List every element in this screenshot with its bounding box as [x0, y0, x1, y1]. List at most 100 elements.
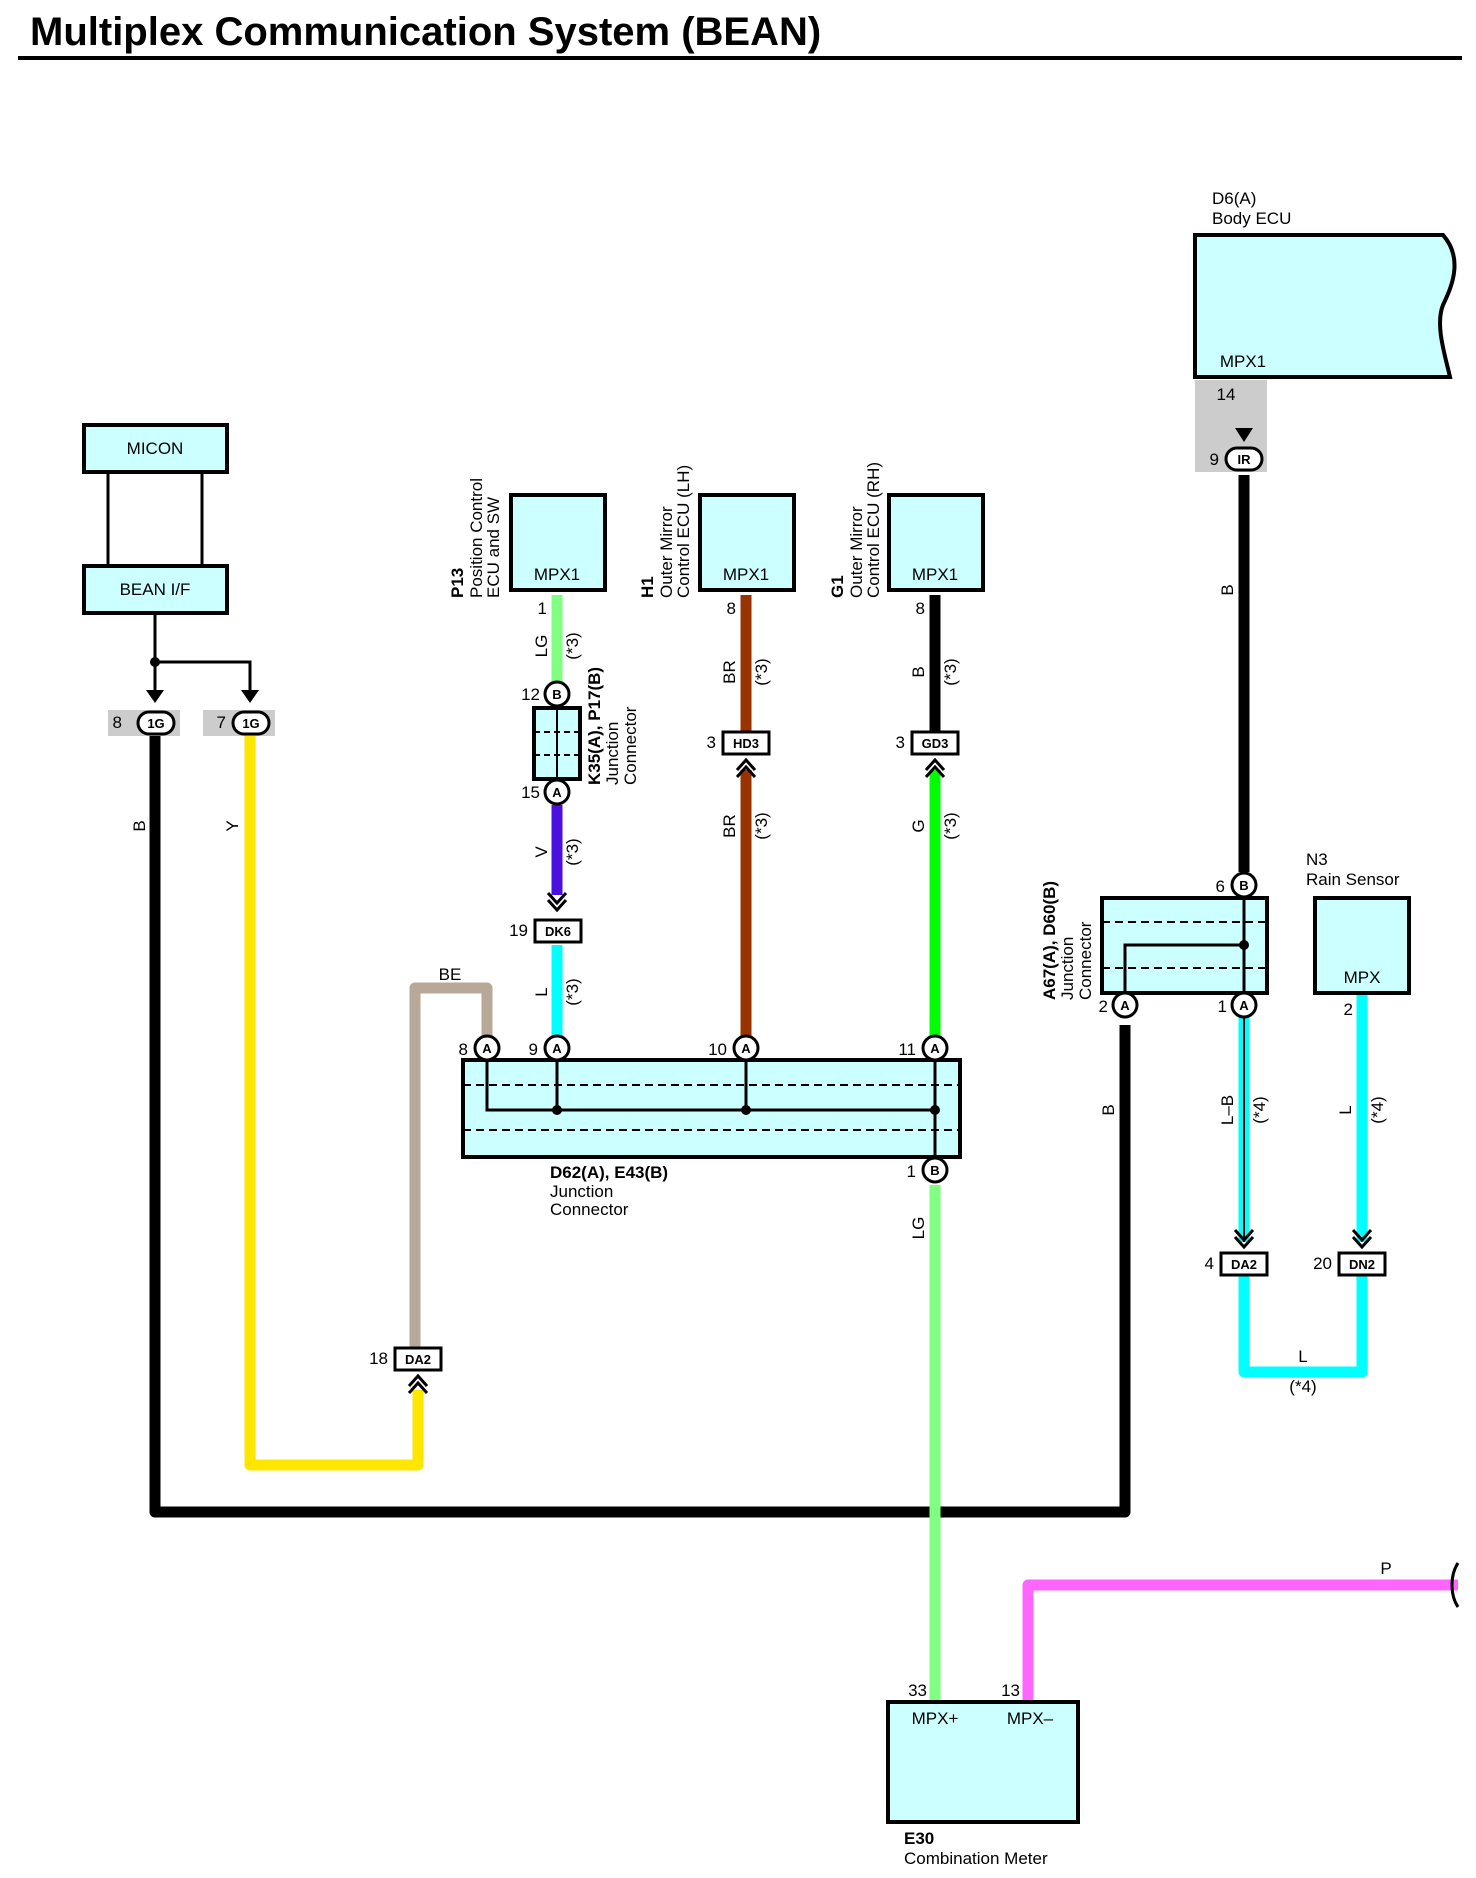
connector-code: DA2 — [405, 1352, 431, 1367]
connector-hd3 — [721, 730, 771, 756]
chevron-down-icon — [1233, 1235, 1255, 1250]
wire-label-b: B — [1099, 1104, 1118, 1115]
connector-dk6 — [533, 918, 583, 944]
a67-name2: Connector — [1076, 921, 1095, 1000]
connector-num: 3 — [896, 733, 905, 752]
pin-num: 1 — [907, 1162, 916, 1181]
terminal-letter: B — [930, 1163, 939, 1178]
a67-name1: Junction — [1058, 937, 1077, 1000]
wire-be — [409, 982, 493, 1355]
k35-name1: Junction — [603, 722, 622, 785]
terminal-letter: A — [1120, 998, 1130, 1013]
d62-id: D62(A), E43(B) — [550, 1163, 668, 1182]
connector-da2-18 — [393, 1346, 443, 1372]
note-3: (*3) — [941, 812, 960, 839]
terminal-a — [473, 1034, 501, 1062]
p13-id: P13 — [448, 568, 467, 598]
connector-gd3 — [910, 730, 960, 756]
connector-num: 9 — [1210, 450, 1219, 469]
chevron-up-icon — [735, 764, 757, 779]
h1-pin: MPX1 — [723, 565, 769, 584]
connector-code: DK6 — [545, 924, 571, 939]
pin-num: 1 — [1218, 997, 1227, 1016]
h1-id: H1 — [638, 576, 657, 598]
a67-bus — [1123, 943, 1244, 993]
connector-code: HD3 — [733, 736, 759, 751]
pin-num: 8 — [459, 1040, 468, 1059]
arrow-icon — [1235, 428, 1253, 442]
e30-id: E30 — [904, 1829, 934, 1848]
connector-num: 18 — [369, 1349, 388, 1368]
pin-num: 10 — [708, 1040, 727, 1059]
wire-p — [1022, 1579, 1458, 1702]
d62-bus — [485, 1060, 935, 1112]
note-3: (*3) — [563, 978, 582, 1005]
connector-dn2 — [1337, 1251, 1387, 1277]
wire-label-y: Y — [223, 820, 242, 831]
g1-name1: Outer Mirror — [847, 506, 866, 598]
e30-pin-minus: MPX– — [1007, 1709, 1054, 1728]
g1-pin: MPX1 — [912, 565, 958, 584]
d6-name: Body ECU — [1212, 209, 1291, 228]
splice-dot — [930, 1105, 940, 1115]
chevron-down-icon — [546, 891, 568, 906]
h1-name1: Outer Mirror — [657, 506, 676, 598]
chevron-up-icon — [407, 1380, 429, 1395]
p13-box — [509, 493, 607, 592]
g1-id: G1 — [828, 575, 847, 598]
page-title: Multiplex Communication System (BEAN) — [30, 10, 821, 54]
d62-name1: Junction — [550, 1182, 613, 1201]
splice-dot — [552, 1105, 562, 1115]
chevron-up-icon — [407, 1373, 429, 1388]
bean-if-branch — [155, 660, 252, 700]
chevron-up-icon — [924, 757, 946, 772]
wires — [149, 382, 1458, 1702]
splice-dot — [1239, 940, 1249, 950]
terminal-a — [921, 1034, 949, 1062]
p13-name2: ECU and SW — [484, 497, 503, 598]
terminal-a — [543, 1034, 571, 1062]
wire-label-l: L — [1298, 1347, 1307, 1366]
pin-num: 33 — [908, 1681, 927, 1700]
p13-pin: MPX1 — [534, 565, 580, 584]
note-4: (*4) — [1289, 1377, 1316, 1396]
n3-pin: MPX — [1344, 968, 1381, 987]
arrow-icon — [146, 690, 164, 703]
p13-name1: Position Control — [467, 478, 486, 598]
bean-if-label: BEAN I/F — [120, 580, 191, 599]
wire-label-b: B — [130, 820, 149, 831]
e30-pin-plus: MPX+ — [912, 1709, 959, 1728]
pin-num: 11 — [898, 1040, 916, 1059]
pin-num: 2 — [1099, 997, 1108, 1016]
wire-break-icon — [1450, 1562, 1460, 1608]
g1-box — [887, 493, 985, 592]
wire-label-br: BR — [720, 660, 739, 684]
wire-label-p: P — [1380, 1559, 1391, 1578]
wire-label-g: G — [909, 819, 928, 832]
note-3: (*3) — [752, 812, 771, 839]
wire-label-lb: L–B — [1218, 1095, 1237, 1125]
pin-num: 13 — [1001, 1681, 1020, 1700]
connector-code: 1G — [147, 716, 164, 731]
terminal-a — [1230, 991, 1258, 1019]
pin-num: 1 — [538, 599, 547, 618]
connector-num: 3 — [707, 733, 716, 752]
e30-box — [886, 1700, 1080, 1824]
connector-1g-7 — [231, 710, 271, 736]
d6-box — [1193, 233, 1457, 379]
wire-label-l: L — [532, 987, 551, 996]
terminal-a — [543, 778, 571, 806]
splice-dot — [150, 657, 160, 667]
note-3: (*3) — [563, 838, 582, 865]
terminal-b — [921, 1156, 949, 1184]
connector-ir — [1224, 446, 1264, 472]
n3-name: Rain Sensor — [1306, 870, 1400, 889]
pin-num: 2 — [1344, 1000, 1353, 1019]
wire-label-be: BE — [439, 965, 462, 984]
pin-num: 12 — [521, 685, 540, 704]
wire-l-loop — [1238, 1275, 1368, 1378]
terminal-letter: A — [552, 1041, 562, 1056]
terminal-letter: A — [1239, 998, 1249, 1013]
connector-num: 7 — [217, 713, 226, 732]
